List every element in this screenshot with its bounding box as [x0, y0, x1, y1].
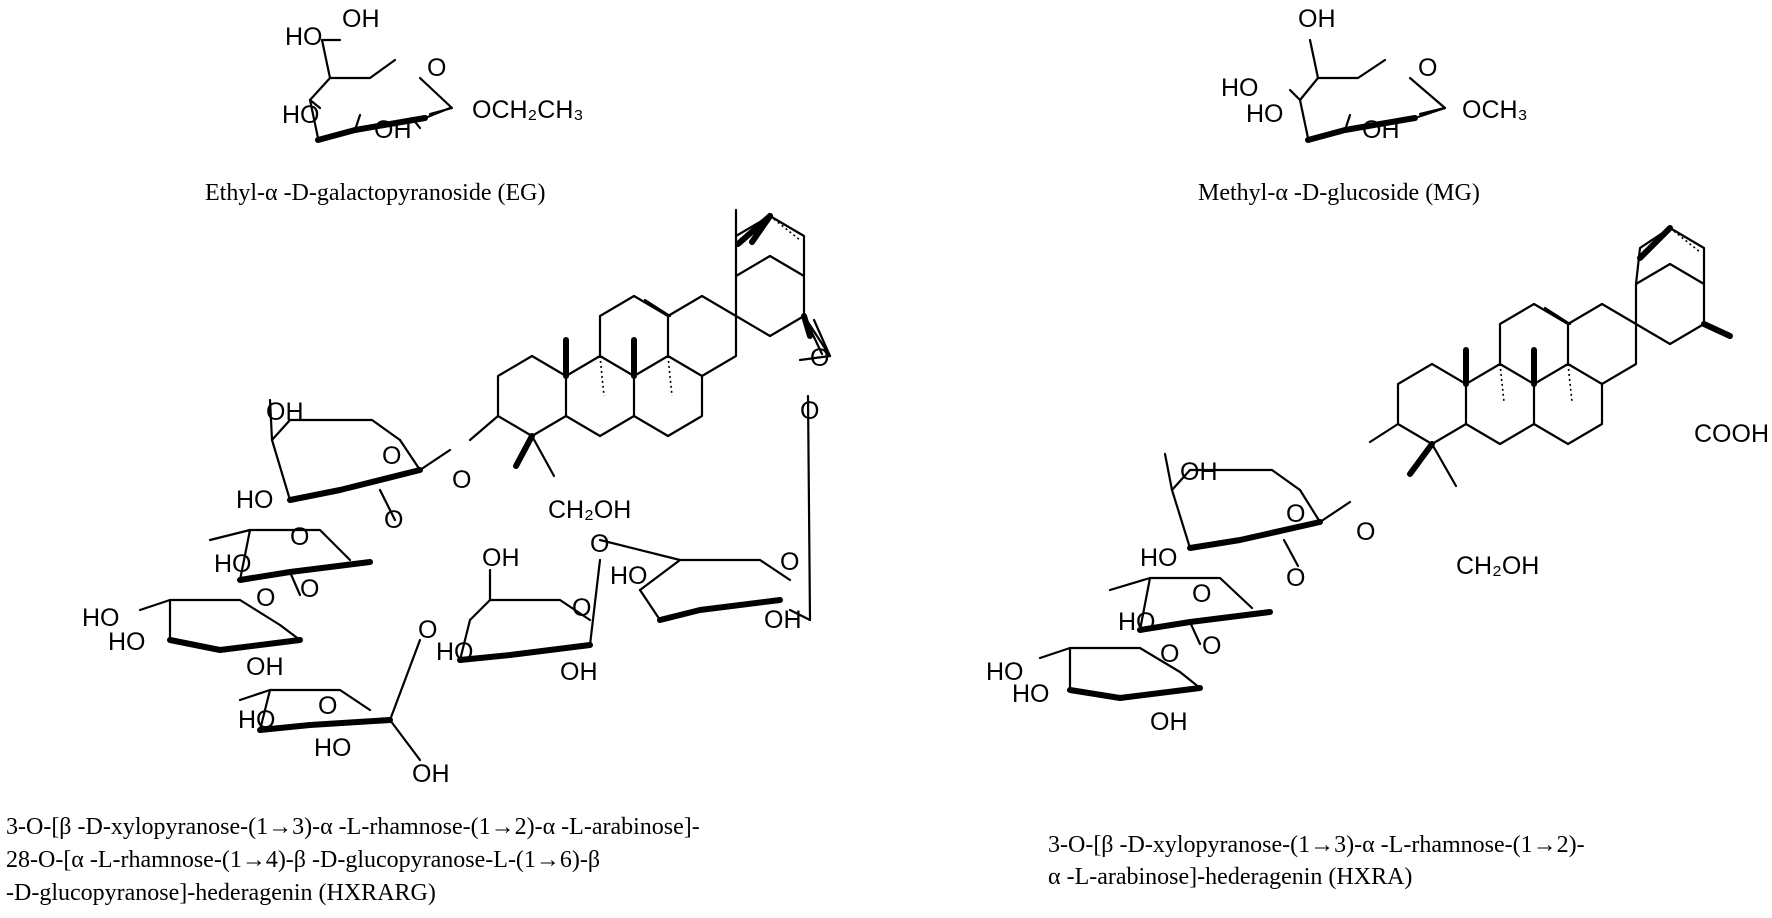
hxra-xyl-oh: OH: [1150, 708, 1188, 736]
mg-oh-top: OH: [1298, 5, 1336, 33]
hxrarg-glc2-oh: OH: [482, 544, 520, 572]
eg-ring-o: O: [427, 54, 446, 82]
hxrarg-caption-line-2: 28-O-[α -L-rhamnose-(1→4)-β -D-glucopyra…: [6, 847, 601, 873]
hxra-ch2oh: CH₂OH: [1456, 552, 1539, 580]
hxrarg-ara-o: O: [382, 442, 401, 470]
hxra-xyl-o: O: [1160, 640, 1179, 668]
hxrarg-glc2-oh2: OH: [560, 658, 598, 686]
hxrarg-xyl-oh: OH: [246, 653, 284, 681]
hxrarg-link-o: O: [452, 466, 471, 494]
hxrarg-caption-line-1: 3-O-[β -D-xylopyranose-(1→3)-α -L-rhamno…: [6, 814, 700, 840]
hxrarg-glc2-o4: O: [418, 616, 437, 644]
hxrarg-rha2-oh: OH: [412, 760, 450, 788]
hxra-ara-o2: O: [1286, 564, 1305, 592]
hxrarg-rha2-o: O: [318, 692, 337, 720]
hxrarg-rha-ho: HO: [214, 550, 252, 578]
eg-ho-upper: HO: [285, 23, 323, 51]
hxra-link-o: O: [1356, 518, 1375, 546]
eg-substituent: OCH₂CH₃: [472, 96, 584, 124]
eg-ho-lower: HO: [282, 101, 320, 129]
hxrarg-ester-o: O: [800, 397, 819, 425]
hxra-rha-ho: HO: [1118, 608, 1156, 636]
hxrarg-glc1-ho: HO: [610, 562, 648, 590]
eg-caption: Ethyl-α -D-galactopyranoside (EG): [205, 180, 546, 206]
hxrarg-ara-oh: OH: [266, 398, 304, 426]
mg-caption: Methyl-α -D-glucoside (MG): [1198, 180, 1480, 206]
hxra-ara-o: O: [1286, 500, 1305, 528]
hxra-structure: [1038, 225, 1733, 701]
eg-structure: [308, 38, 454, 143]
mg-oh-bottom: OH: [1362, 116, 1400, 144]
mg-ring-o: O: [1418, 54, 1437, 82]
hxrarg-ester-o-double: O: [810, 344, 829, 372]
hxrarg-rha2-ho2: HO: [314, 734, 352, 762]
eg-oh-bottom: OH: [374, 116, 412, 144]
hxrarg-ara-ho: HO: [236, 486, 274, 514]
hxrarg-rha-o3: O: [300, 575, 319, 603]
hxrarg-caption-line-3: -D-glucopyranose]-hederagenin (HXRARG): [6, 880, 436, 906]
hxrarg-glc1-oh: OH: [764, 606, 802, 634]
hxrarg-glc1-o6: O: [590, 530, 609, 558]
mg-structure: [1288, 38, 1447, 143]
hxra-rha-o: O: [1192, 580, 1211, 608]
hxra-caption-line-1: 3-O-[β -D-xylopyranose-(1→3)-α -L-rhamno…: [1048, 832, 1585, 858]
hxrarg-glc2-ho: HO: [436, 638, 474, 666]
mg-substituent: OCH₃: [1462, 96, 1528, 124]
hxra-caption-line-2: α -L-arabinose]-hederagenin (HXRA): [1048, 864, 1413, 890]
mg-ho-upper: HO: [1221, 74, 1259, 102]
eg-oh-top: OH: [342, 5, 380, 33]
hxrarg-rha-o: O: [290, 523, 309, 551]
mg-ho-lower: HO: [1246, 100, 1284, 128]
hxrarg-structure: [138, 208, 832, 762]
hxrarg-rha2-ho1: HO: [238, 706, 276, 734]
hxrarg-glc2-o: O: [572, 594, 591, 622]
hxra-xyl-ho2: HO: [1012, 680, 1050, 708]
hxrarg-xyl-o: O: [256, 584, 275, 612]
hxra-rha-o3: O: [1202, 632, 1221, 660]
hxra-ara-ho: HO: [1140, 544, 1178, 572]
hxrarg-ara-o2: O: [384, 506, 403, 534]
hxra-xyl-ho1: HO: [986, 658, 1024, 686]
hxra-ara-oh: OH: [1180, 458, 1218, 486]
hxrarg-xyl-ho2: HO: [108, 628, 146, 656]
hxra-cooh: COOH: [1694, 420, 1769, 448]
hxrarg-glc1-o: O: [780, 548, 799, 576]
hxrarg-ch2oh: CH₂OH: [548, 496, 631, 524]
hxrarg-xyl-ho1: HO: [82, 604, 120, 632]
